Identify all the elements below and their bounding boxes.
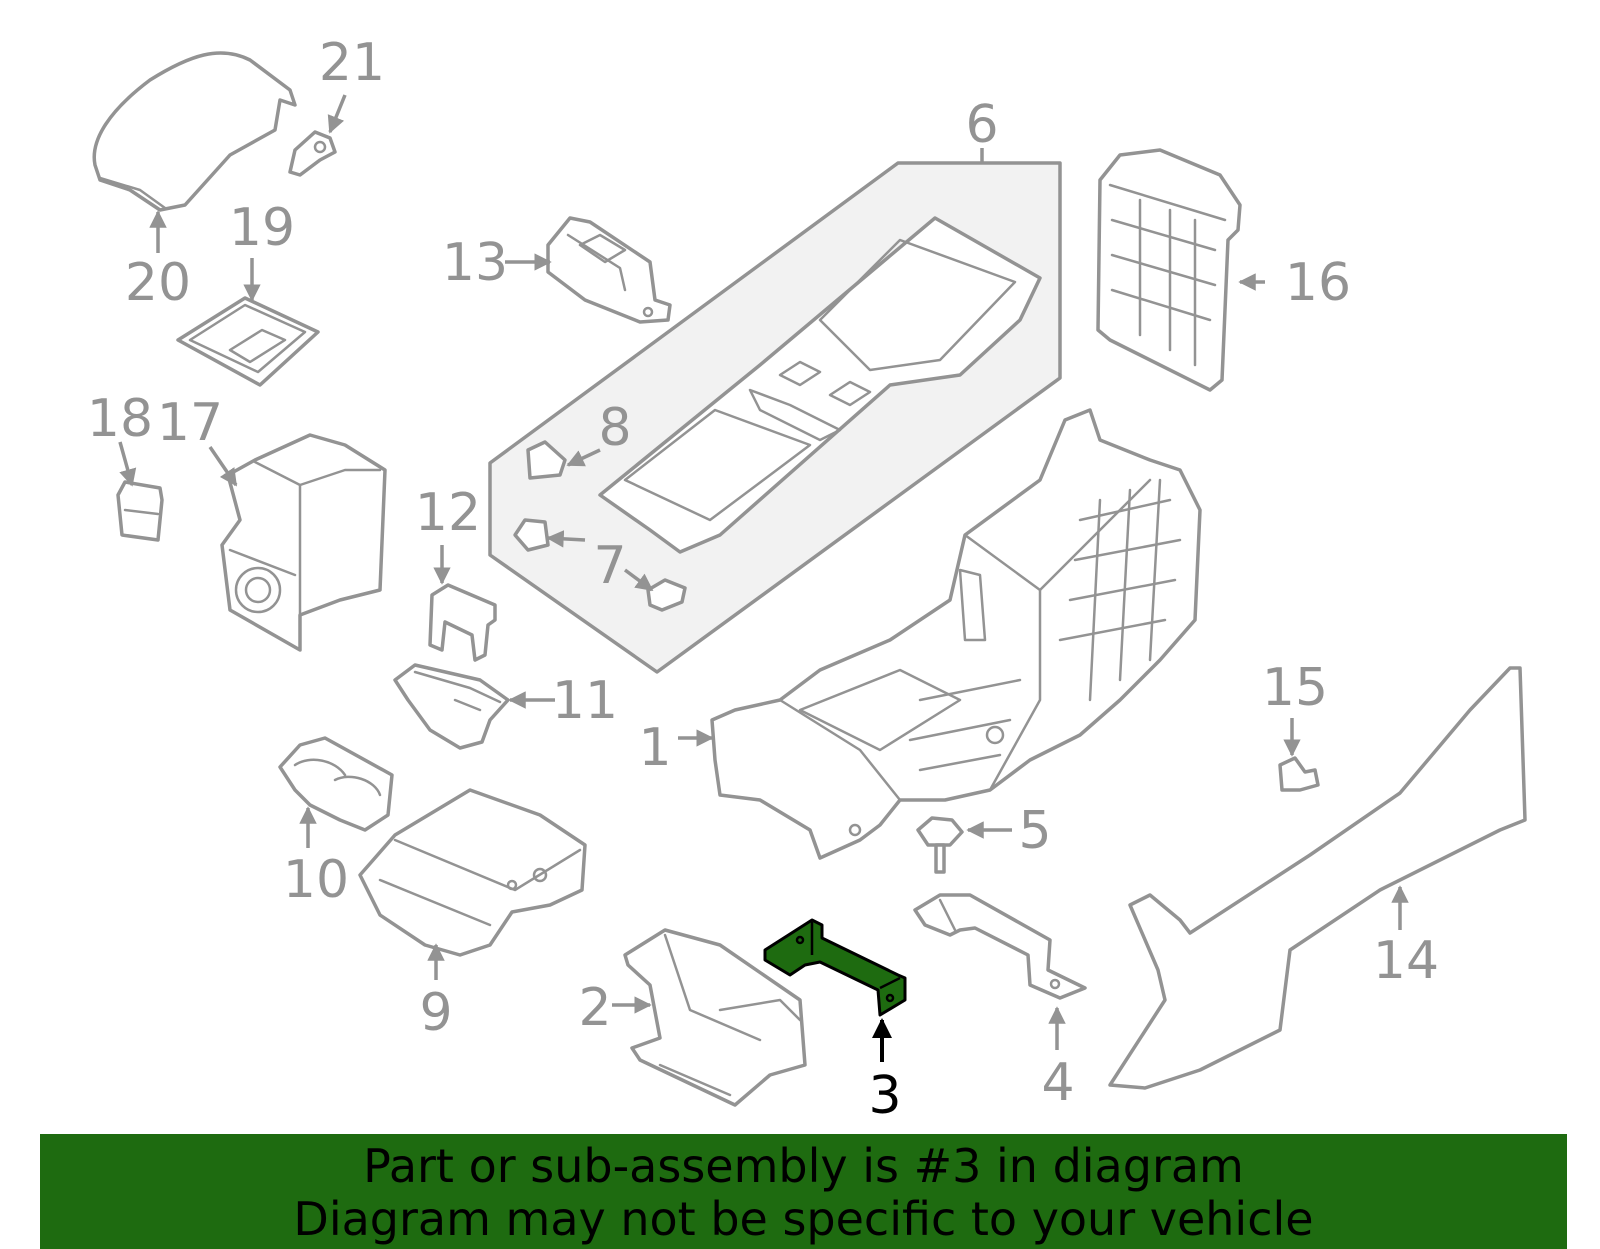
part-11-storage-bin[interactable] (393, 663, 510, 750)
part-13-switch-module[interactable] (546, 216, 672, 324)
part-9-lower-tray[interactable] (358, 788, 587, 957)
callout-20: 20 (125, 253, 191, 313)
part-5-bolt[interactable] (916, 816, 964, 874)
part-18-button[interactable] (116, 480, 164, 542)
callout-4: 4 (1041, 1053, 1074, 1113)
part-12-bracket[interactable] (428, 583, 497, 662)
part-16-side-panel[interactable] (1096, 148, 1242, 392)
callout-2: 2 (578, 978, 611, 1038)
part-6-console-top-assembly[interactable] (488, 161, 1062, 674)
callout-5: 5 (1018, 801, 1051, 861)
part-7-clip[interactable] (513, 518, 687, 612)
callout-19: 19 (229, 198, 295, 258)
callout-14: 14 (1373, 931, 1439, 991)
callout-21: 21 (319, 33, 385, 93)
callout-11: 11 (552, 671, 618, 731)
callout-6: 6 (965, 95, 998, 155)
part-19-tray[interactable] (176, 296, 320, 387)
callout-7: 7 (593, 536, 626, 596)
part-10-cup-holder[interactable] (278, 736, 394, 832)
callout-15: 15 (1262, 658, 1328, 718)
callout-10: 10 (283, 850, 349, 910)
callout-1: 1 (638, 718, 671, 778)
part-8-clip[interactable] (526, 440, 567, 480)
part-14-side-trim[interactable] (1108, 666, 1527, 1090)
callout-3: 3 (868, 1066, 901, 1126)
callout-9: 9 (419, 983, 452, 1043)
callout-16: 16 (1285, 253, 1351, 313)
banner-line-1: Part or sub-assembly is #3 in diagram (363, 1139, 1244, 1193)
leader-lines (118, 94, 1409, 1062)
part-17-rear-housing[interactable] (220, 433, 387, 652)
part-2-bracket[interactable] (623, 928, 807, 1107)
callout-labels: 20 21 19 18 17 13 6 8 7 16 12 11 1 15 5 … (87, 33, 1439, 1126)
part-4-bracket[interactable] (913, 893, 1087, 1000)
part-20-armrest-lid[interactable] (92, 51, 297, 212)
callout-8: 8 (598, 398, 631, 458)
banner-line-2: Diagram may not be specific to your vehi… (293, 1192, 1314, 1246)
callout-13: 13 (442, 233, 508, 293)
info-banner: Part or sub-assembly is #3 in diagram Di… (40, 1134, 1567, 1249)
part-3-bracket-highlighted[interactable] (763, 918, 907, 1017)
part-21-clip[interactable] (288, 130, 337, 177)
part-15-clip[interactable] (1278, 756, 1320, 792)
callout-12: 12 (415, 483, 481, 543)
callout-18: 18 (87, 389, 153, 449)
part-1-console-frame[interactable] (710, 408, 1202, 860)
callout-17: 17 (157, 393, 223, 453)
